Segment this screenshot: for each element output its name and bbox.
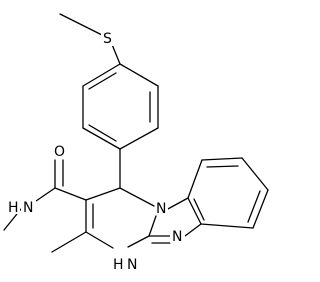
bond-c4-n10: [119, 187, 155, 207]
bond-c2-methyl: [51, 231, 87, 253]
bond-phenyl-double-c: [88, 72, 117, 90]
bond-methyl-s: [59, 13, 105, 37]
bond-phenyl-3: [119, 127, 159, 150]
bond-benzo-double-a: [206, 165, 239, 168]
bond-c9a-n9: [184, 223, 202, 237]
atom-ring-nitrogen-label: N: [127, 257, 137, 273]
atom-amide-hydrogen-label: H: [8, 200, 19, 216]
atom-sulfur-label: S: [103, 31, 112, 47]
bond-benzo-double-b: [247, 190, 261, 223]
chemical-structure-diagram: S O N H N N H N: [3, 13, 269, 273]
bond-phenyl-4: [82, 127, 121, 150]
bond-n1-c2: [85, 231, 114, 249]
atom-amide-nitrogen-label: N: [23, 200, 33, 216]
bond-phenyl-6: [82, 63, 121, 87]
atom-ring-hydrogen-label: H: [113, 257, 124, 273]
bond-benzo-4: [252, 189, 269, 229]
bond-c4a-c9a: [187, 197, 202, 225]
atom-bridgehead-nitrogen-label: N: [156, 201, 166, 217]
bond-benzo-double-c: [193, 198, 205, 221]
bond-benzo-2: [201, 157, 243, 161]
bond-phenyl-double-b: [88, 124, 117, 142]
bond-n10-c10a: [148, 215, 157, 237]
atom-oxygen-label: O: [54, 144, 65, 160]
bond-c3-c4: [85, 187, 121, 201]
bond-benzo-1: [187, 159, 203, 199]
bond-benzo-5: [200, 223, 254, 229]
bond-phenyl-1: [119, 63, 159, 87]
bond-n10-c4a: [165, 197, 189, 211]
bond-carbonyl-n: [35, 187, 56, 202]
atom-imidazole-nitrogen-label: N: [172, 229, 182, 245]
bond-c10a-n1: [127, 235, 150, 248]
bond-c3-carbonyl: [54, 187, 87, 201]
bond-benzo-3: [241, 157, 269, 191]
